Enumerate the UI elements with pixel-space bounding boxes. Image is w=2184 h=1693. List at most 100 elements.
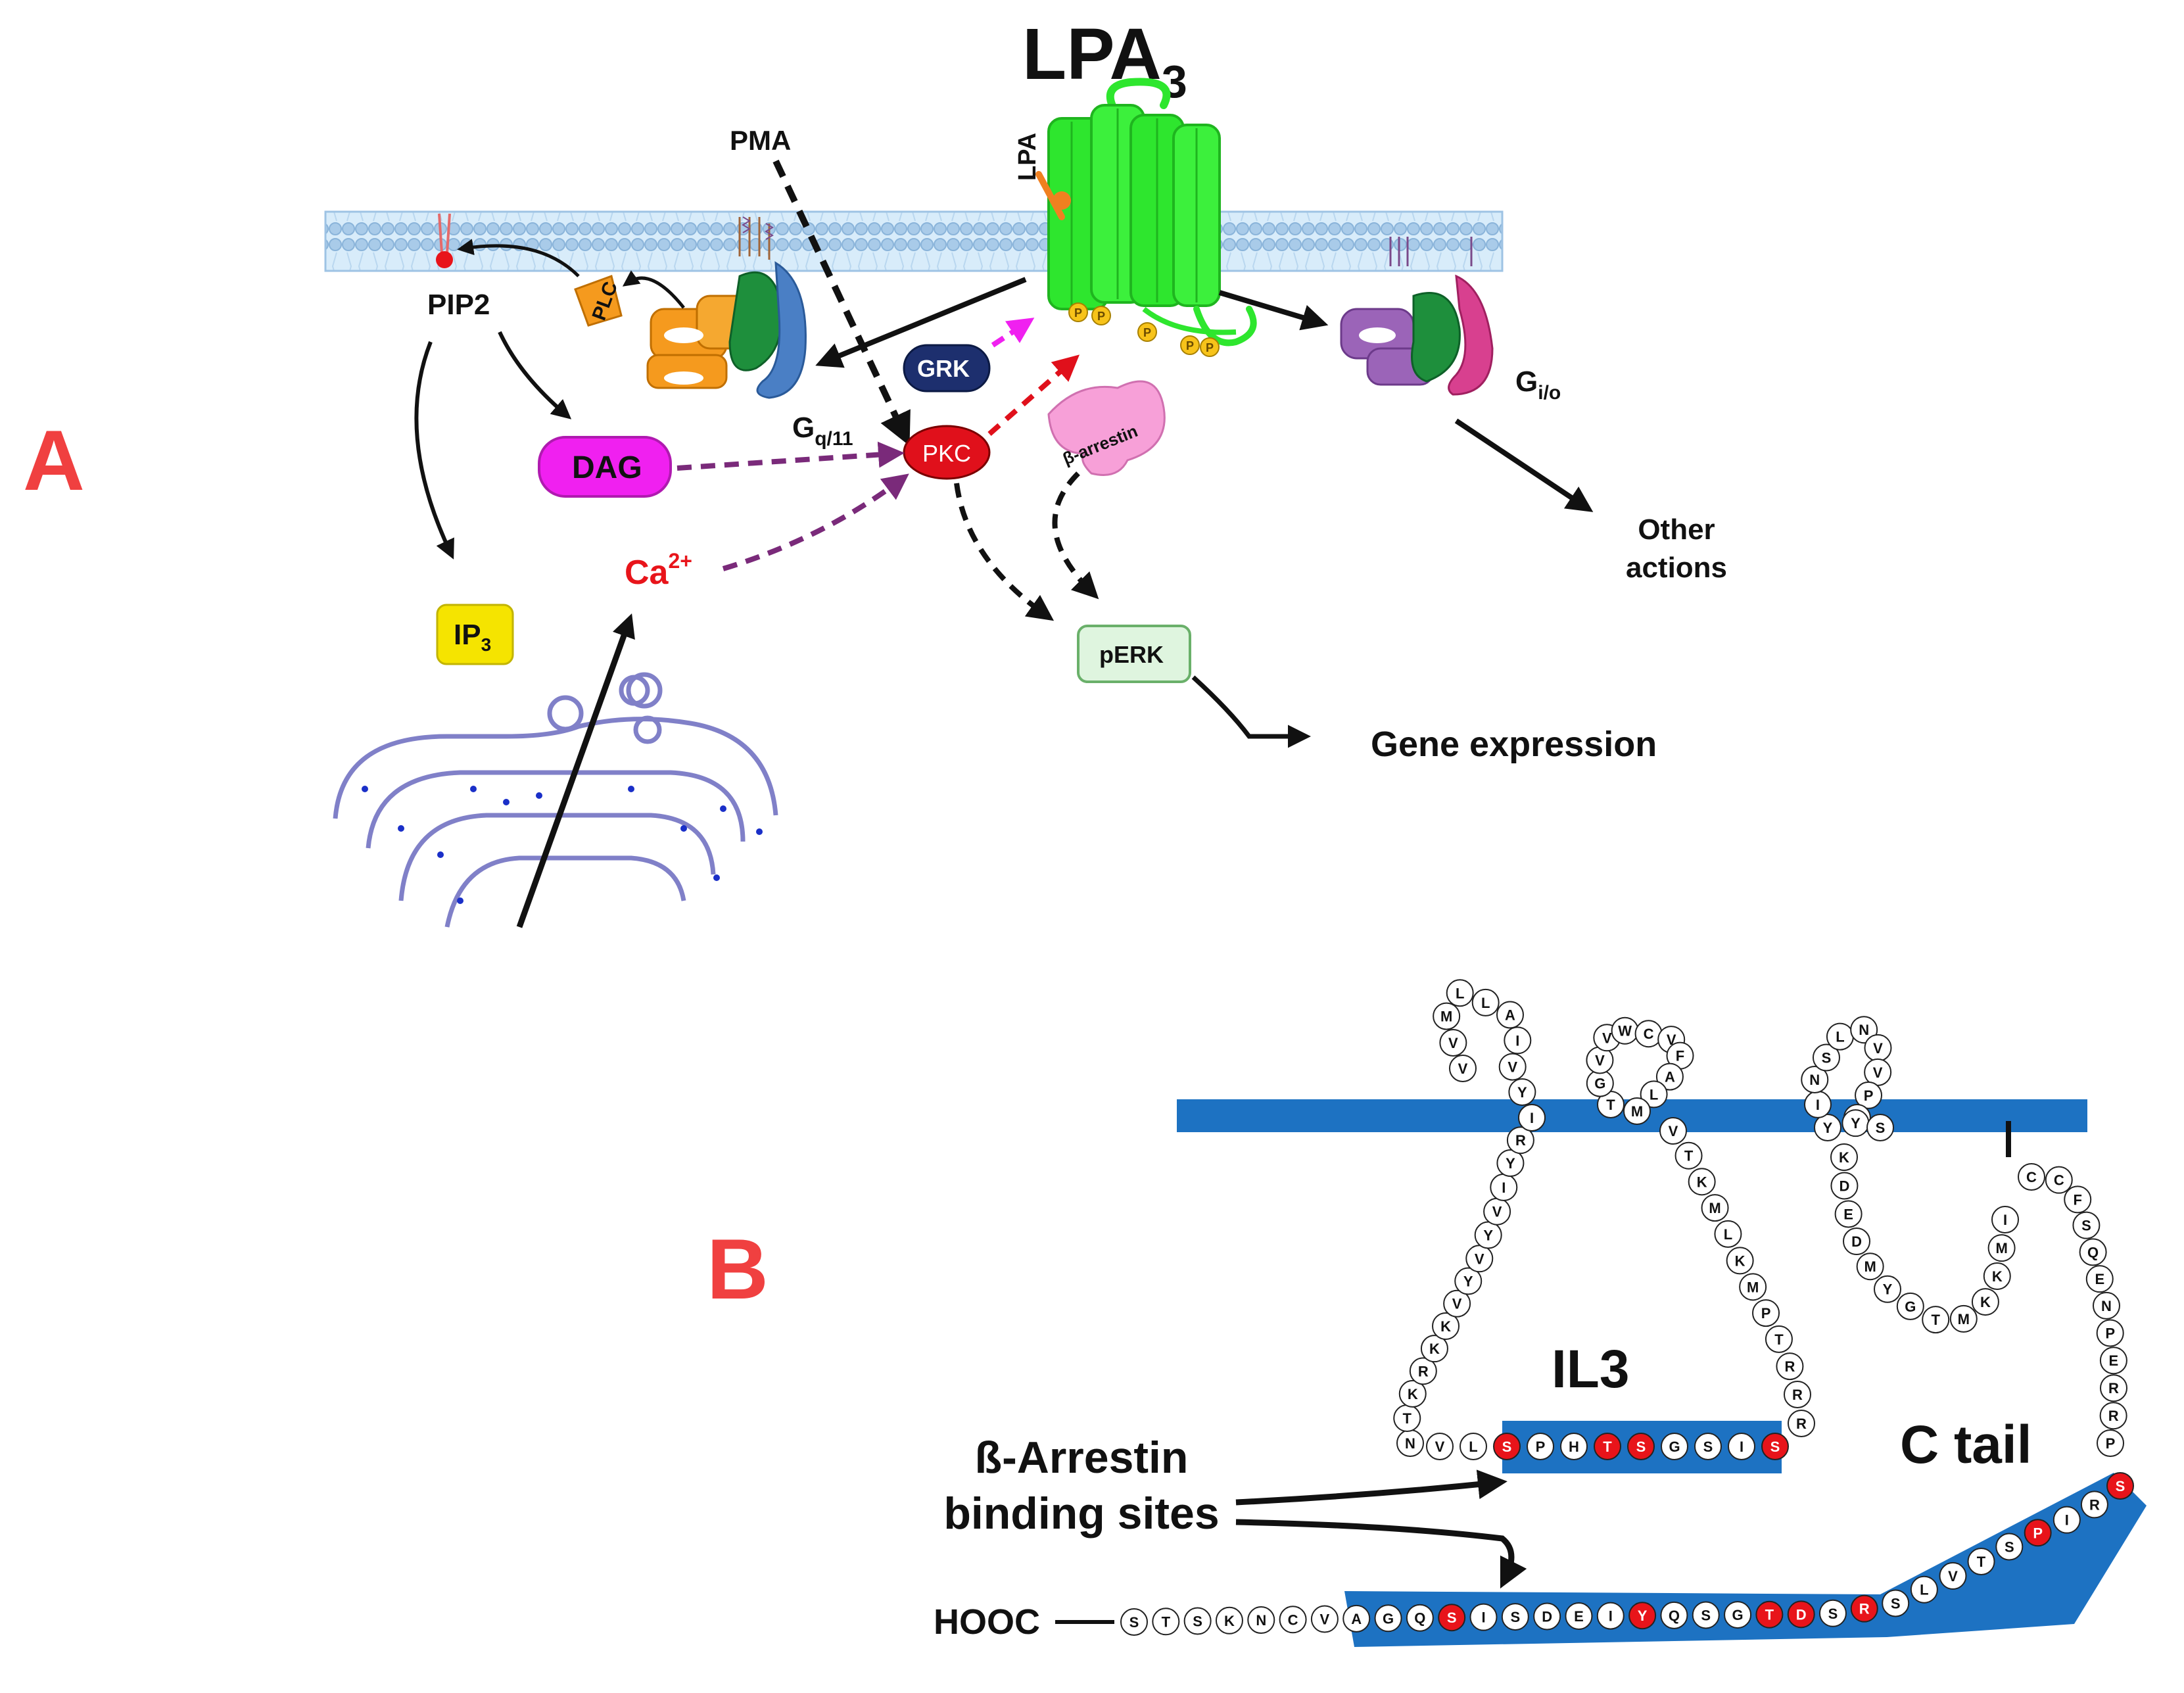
residue-letter: Q	[1414, 1610, 1425, 1627]
residue-letter: L	[1650, 1086, 1658, 1103]
residue	[1406, 1604, 1434, 1632]
residue-letter: G	[1383, 1610, 1394, 1627]
residue-letter: I	[1609, 1608, 1613, 1625]
residue-letter: N	[1405, 1435, 1415, 1452]
residue-letter: N	[2101, 1298, 2112, 1314]
residue-letter: K	[1839, 1149, 1849, 1166]
residue-letter: C	[1288, 1611, 1298, 1628]
residue	[1660, 1601, 1688, 1629]
residue-letter: M	[1440, 1009, 1452, 1025]
residue	[2045, 1166, 2073, 1194]
svg-text:P: P	[1074, 306, 1082, 320]
residue-letter: S	[1703, 1439, 1713, 1455]
residue-letter: M	[1864, 1258, 1876, 1275]
gq-protein: Gq/11	[646, 216, 853, 450]
residue	[1398, 1379, 1427, 1408]
residue	[1183, 1607, 1212, 1635]
residue	[1866, 1114, 1894, 1141]
residue-letter: S	[1510, 1609, 1520, 1625]
receptor-title: LPA3	[1022, 14, 1187, 107]
residue-letter: K	[1429, 1341, 1440, 1357]
residue	[1814, 1114, 1841, 1141]
residue	[1120, 1608, 1148, 1636]
residue	[1674, 1141, 1703, 1170]
residue-letter: Y	[1883, 1281, 1893, 1298]
residue	[1783, 1380, 1811, 1408]
residue	[1692, 1601, 1720, 1629]
residue	[1279, 1606, 1307, 1634]
residue-letter: E	[1574, 1608, 1584, 1625]
residue	[1830, 1143, 1858, 1171]
residue-letter: Q	[2087, 1244, 2099, 1260]
residue	[1873, 1275, 1901, 1303]
residue-letter: V	[1507, 1059, 1517, 1076]
residue-letter: S	[1701, 1607, 1711, 1623]
residue-letter: K	[1992, 1268, 2003, 1285]
residue	[1432, 1312, 1460, 1340]
pkc-label: PKC	[922, 440, 971, 467]
residue	[1971, 1288, 1999, 1316]
residue-letter: N	[1809, 1072, 1820, 1088]
residue-letter: V	[1320, 1611, 1330, 1628]
residue-letter: L	[1481, 995, 1490, 1011]
gio-label: Gi/o	[1515, 366, 1561, 404]
residue-letter: K	[1224, 1613, 1235, 1629]
c-tail-label: C tail	[1900, 1415, 2031, 1475]
residue	[1496, 1001, 1524, 1029]
residue-letter: H	[1569, 1439, 1579, 1455]
residue	[2097, 1429, 2124, 1457]
residue	[1724, 1601, 1752, 1629]
residue-letter: S	[1828, 1606, 1838, 1622]
panel-a-label: A	[23, 412, 85, 508]
svg-text:P: P	[1143, 326, 1151, 339]
dag: DAG	[538, 436, 672, 498]
residue-letter: I	[2065, 1512, 2069, 1529]
residue-letter: Y	[1823, 1120, 1833, 1136]
svg-text:P: P	[1206, 341, 1214, 354]
residue	[1922, 1306, 1950, 1334]
residue-letter: P	[2105, 1325, 2115, 1342]
residue-letter: V	[1448, 1035, 1458, 1051]
residue-letter: G	[1905, 1299, 1916, 1315]
er-calcium-release-arrow	[516, 613, 635, 928]
residue-letter: I	[1816, 1097, 1820, 1113]
residue	[1812, 1043, 1840, 1072]
residue-letter: N	[1256, 1612, 1266, 1629]
residue-letter: L	[1456, 985, 1464, 1001]
calcium-label: Ca2+	[625, 549, 692, 592]
residue-letter: S	[1129, 1614, 1139, 1631]
residue	[1661, 1433, 1688, 1460]
residue-letter: P	[1864, 1087, 1874, 1104]
residue-letter: I	[1502, 1180, 1506, 1196]
residue-letter: R	[1784, 1358, 1795, 1375]
residue-letter: Q	[1669, 1608, 1680, 1624]
residue	[2064, 1185, 2092, 1214]
residue-letter: G	[1732, 1607, 1744, 1623]
residue-letter: V	[1492, 1204, 1502, 1220]
residue-letter: C	[1644, 1026, 1654, 1042]
residue-letter: Y	[1851, 1115, 1861, 1132]
residue	[1818, 1599, 1847, 1627]
residue-letter: V	[1602, 1030, 1612, 1046]
residue-letter: R	[2108, 1380, 2119, 1396]
residue-letter: S	[2005, 1538, 2014, 1555]
receptor-to-gio-arrow	[1218, 290, 1329, 331]
svg-text:P: P	[1186, 339, 1194, 352]
residue	[1501, 1603, 1529, 1631]
residue-letter: F	[2073, 1191, 2081, 1208]
residue-letter: R	[1418, 1363, 1429, 1379]
residue	[1508, 1078, 1536, 1106]
beta-arrestin: β-arrestin	[1047, 380, 1166, 476]
residue	[1439, 1028, 1467, 1057]
pip2: PIP2	[427, 213, 490, 321]
residue	[1560, 1433, 1588, 1460]
dag-label: DAG	[572, 450, 642, 485]
residue	[1659, 1117, 1687, 1145]
residue	[1527, 1433, 1554, 1460]
residue-letter: S	[2081, 1218, 2091, 1234]
residue	[1498, 1053, 1527, 1081]
residue-letter: D	[1542, 1609, 1552, 1625]
gio-protein: Gi/o	[1340, 237, 1561, 404]
residue-letter: E	[2109, 1352, 2119, 1369]
